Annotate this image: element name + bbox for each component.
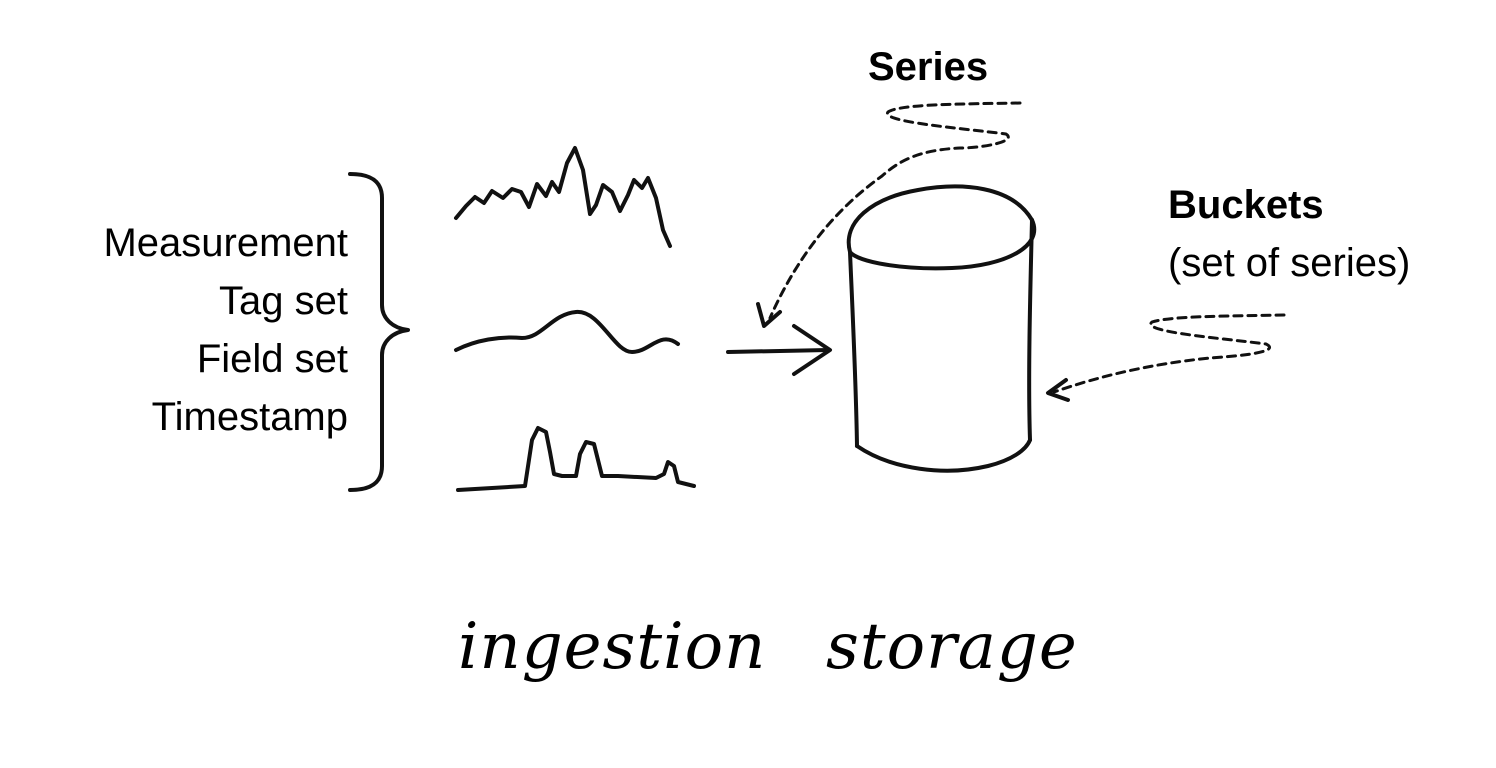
storage-label: storage bbox=[826, 610, 1078, 684]
waveform-jagged bbox=[454, 146, 672, 248]
point-fields-list: Measurement Tag set Field set Timestamp bbox=[103, 214, 348, 446]
series-squiggle bbox=[768, 101, 1022, 320]
storage-cylinder-top bbox=[846, 184, 1036, 271]
buckets-sublabel: (set of series) bbox=[1168, 241, 1411, 285]
buckets-squiggle bbox=[1052, 313, 1286, 394]
ingestion-arrow-shaft bbox=[726, 348, 830, 354]
storage-cylinder-bottom bbox=[855, 438, 1032, 473]
buckets-label: Buckets bbox=[1168, 183, 1324, 227]
field-measurement: Measurement bbox=[103, 221, 348, 265]
series-label: Series bbox=[868, 45, 989, 89]
ingestion-label: ingestion bbox=[458, 610, 767, 684]
series-arrow-head bbox=[756, 302, 782, 328]
storage-cylinder-right-side bbox=[1027, 218, 1034, 442]
field-tag-set: Tag set bbox=[219, 279, 348, 323]
buckets-arrow-head bbox=[1046, 378, 1070, 402]
waveform-sine bbox=[454, 310, 680, 354]
curly-brace bbox=[348, 172, 410, 492]
storage-cylinder-left-side bbox=[848, 250, 859, 448]
field-field-set: Field set bbox=[196, 337, 348, 381]
waveform-pulses bbox=[456, 426, 696, 492]
field-timestamp: Timestamp bbox=[151, 395, 348, 439]
ingestion-arrow-head bbox=[792, 324, 832, 376]
